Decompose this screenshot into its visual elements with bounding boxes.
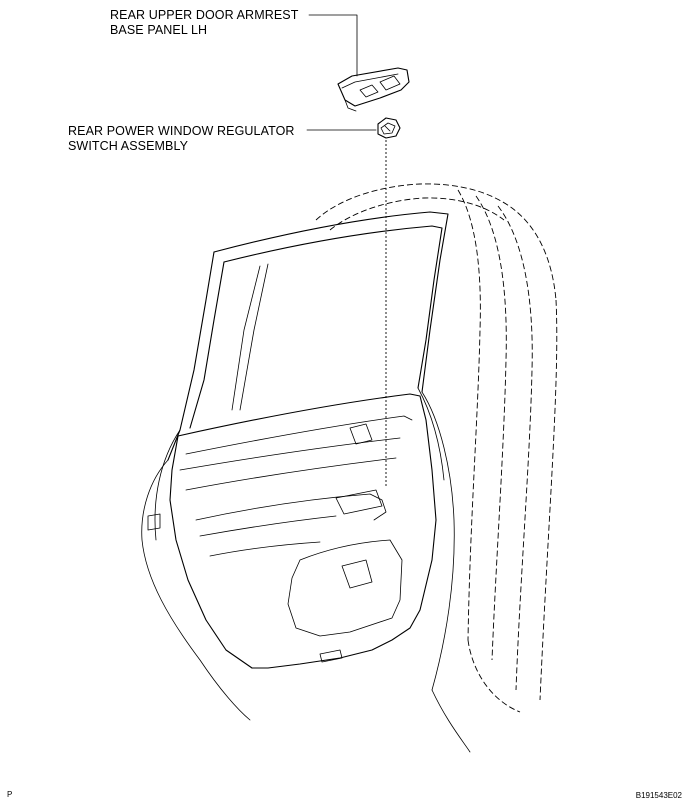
window-switch-part <box>377 117 401 139</box>
footer-figure-id: B191543E02 <box>635 791 682 800</box>
footer-left-code: P <box>7 790 13 799</box>
body-opening-outline <box>315 183 558 713</box>
window-switch-label-line1: REAR POWER WINDOW REGULATOR <box>68 124 295 138</box>
door-trim-panel <box>147 393 437 669</box>
window-switch-label-line2: SWITCH ASSEMBLY <box>68 139 189 153</box>
window-switch-label: REAR POWER WINDOW REGULATOR SWITCH ASSEM… <box>68 124 295 154</box>
door-frame <box>167 211 449 461</box>
body-outline <box>141 387 471 753</box>
armrest-panel-part <box>337 67 410 112</box>
armrest-panel-label-line2: BASE PANEL LH <box>110 23 208 37</box>
armrest-panel-label: REAR UPPER DOOR ARMREST BASE PANEL LH <box>110 8 298 38</box>
armrest-panel-label-line1: REAR UPPER DOOR ARMREST <box>110 8 299 22</box>
armrest-panel-leader <box>308 14 358 77</box>
